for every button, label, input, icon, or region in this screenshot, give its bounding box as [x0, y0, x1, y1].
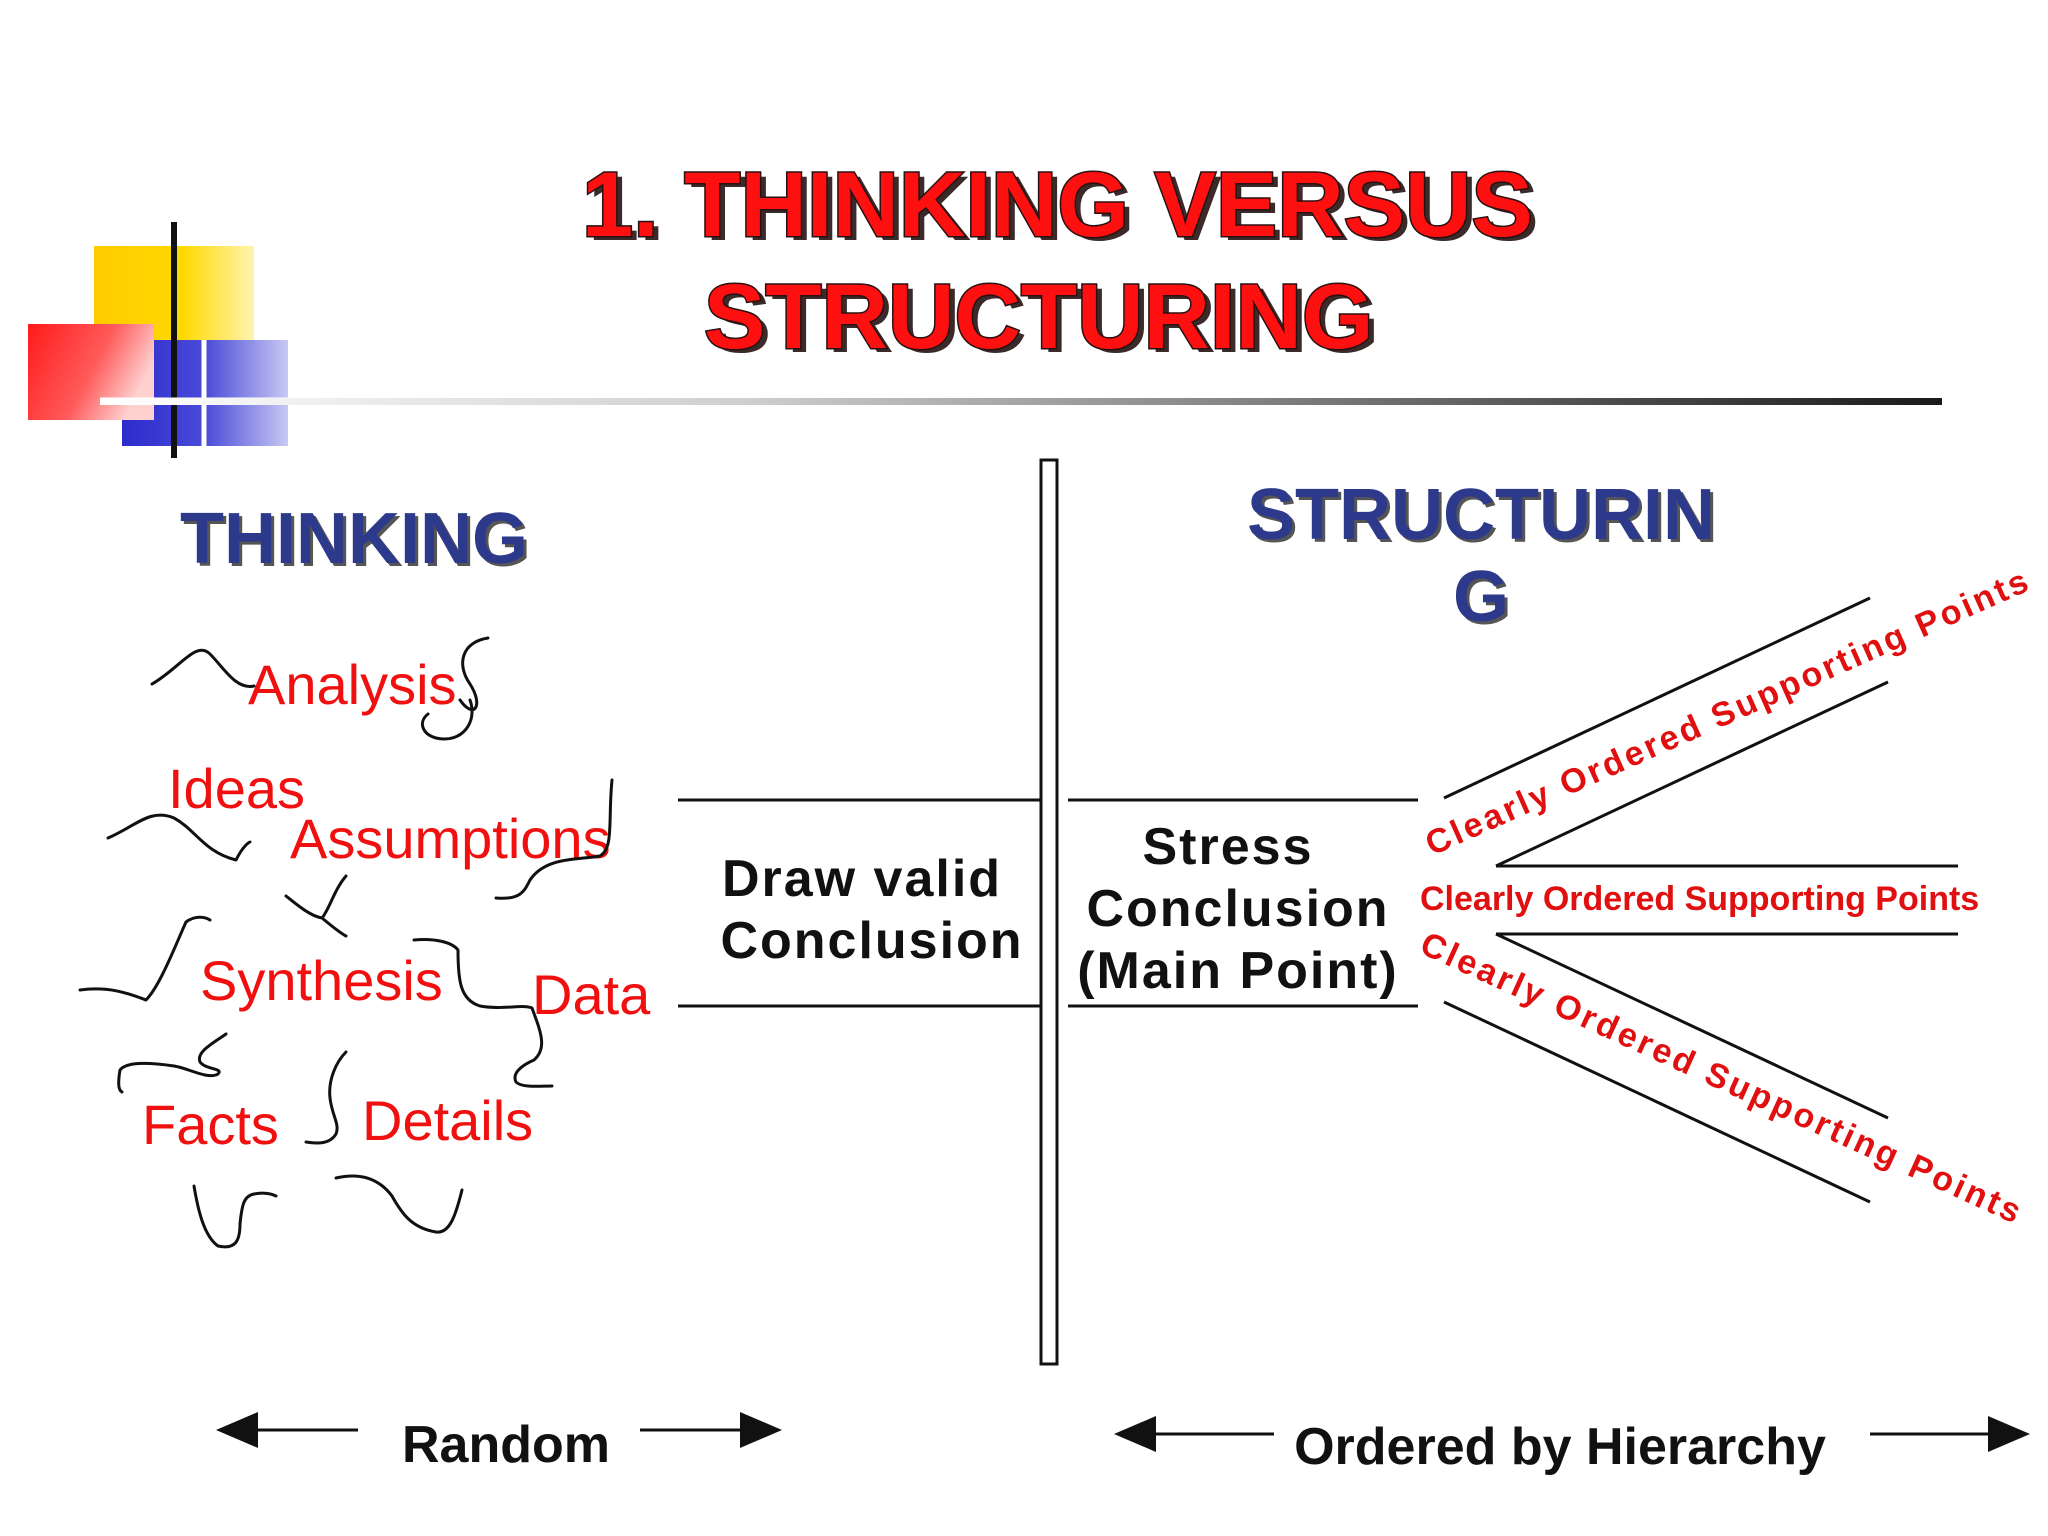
svg-text:STRUCTURING: STRUCTURING	[710, 270, 1380, 372]
deco-red-square	[28, 324, 154, 420]
svg-text:THINKING: THINKING	[183, 502, 531, 582]
draw-valid-line-2: Conclusion	[720, 912, 1023, 970]
structuring-heading-line-2: G	[1453, 557, 1509, 637]
thinking-squiggles	[78, 636, 614, 1249]
center-divider	[1039, 458, 1059, 1366]
footer-hierarchy: Ordered by Hierarchy	[1114, 1416, 2030, 1476]
svg-text:G: G	[1456, 560, 1512, 640]
structuring-heading: STRUCTURIN STRUCTURIN G G	[1247, 475, 1718, 640]
supporting-points-upper: Clearly Ordered Supporting Points	[1420, 561, 2037, 863]
word-ideas: Ideas	[168, 757, 305, 820]
stress-line-1: Stress	[1143, 818, 1314, 876]
word-details: Details	[362, 1089, 533, 1152]
svg-text:1. THINKING VERSUS: 1. THINKING VERSUS	[588, 158, 1539, 260]
hierarchy-label: Ordered by Hierarchy	[1294, 1418, 1826, 1476]
lower-branch-outer	[1443, 1000, 1871, 1204]
word-facts: Facts	[142, 1093, 279, 1156]
slide-title: 1. THINKING VERSUS 1. THINKING VERSUS ST…	[581, 153, 1539, 373]
title-line-2: STRUCTURING	[704, 266, 1374, 368]
supporting-points-middle: Clearly Ordered Supporting Points	[1420, 880, 1979, 918]
word-synthesis: Synthesis	[200, 949, 443, 1012]
title-rule	[100, 398, 1942, 405]
supporting-points-lower: Clearly Ordered Supporting Points	[1415, 925, 2030, 1233]
word-analysis: Analysis	[248, 653, 457, 716]
random-label: Random	[402, 1416, 610, 1474]
supporting-points-fan: Clearly Ordered Supporting Points Clearl…	[1415, 561, 2037, 1232]
upper-branch-inner	[1495, 680, 1889, 868]
footer-random: Random	[216, 1412, 782, 1474]
stress-line-2: Conclusion	[1086, 880, 1389, 938]
decorative-blocks	[28, 222, 288, 458]
draw-valid-line-1: Draw valid	[722, 850, 1002, 908]
word-data: Data	[532, 963, 651, 1026]
stress-line-3: (Main Point)	[1077, 942, 1399, 1000]
title-line-1: 1. THINKING VERSUS	[582, 154, 1533, 256]
lower-branch-inner	[1495, 932, 1889, 1120]
structuring-heading-line-1: STRUCTURIN	[1247, 475, 1715, 555]
thinking-heading: THINKING	[180, 499, 528, 579]
upper-branch-outer	[1443, 596, 1871, 800]
word-assumptions: Assumptions	[290, 807, 611, 870]
svg-text:STRUCTURIN: STRUCTURIN	[1250, 478, 1718, 558]
thinking-words: Analysis Ideas Assumptions Synthesis Dat…	[142, 653, 651, 1156]
